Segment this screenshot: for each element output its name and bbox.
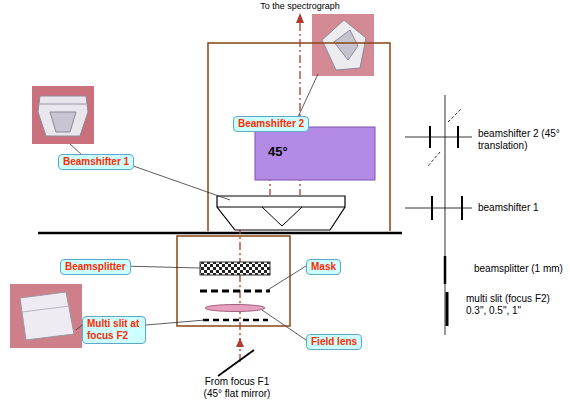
prism-edge — [262, 207, 302, 226]
part-callout: Mask — [306, 259, 341, 275]
beamshifter-prism — [255, 127, 375, 180]
photo-frame — [10, 284, 82, 348]
prism-edge — [217, 207, 345, 208]
angle-label: 45° — [268, 144, 308, 160]
schematic-element — [461, 196, 463, 220]
beam-path — [269, 180, 270, 195]
prism-photo — [38, 96, 88, 136]
part-callout: Beamsplitter — [60, 259, 131, 275]
part-callout: Field lens — [306, 334, 362, 350]
source-label: From focus F1 (45° flat mirror) — [199, 376, 275, 400]
cube-edge — [22, 306, 70, 312]
translation-mark — [428, 152, 440, 166]
schematic-label: multi slit (focus F2) 0.3", 0.5", 1" — [466, 293, 563, 317]
leader-line — [298, 74, 318, 117]
schematic-element — [457, 126, 459, 148]
mounting-plate — [38, 232, 402, 235]
lower-housing — [177, 236, 290, 326]
beamsplitter-cube — [200, 262, 270, 275]
flat-mirror — [218, 350, 254, 376]
schematic-label: beamshifter 2 (45° translation) — [478, 128, 560, 152]
callout-text: Multi slit at focus F2 — [87, 318, 141, 342]
schematic-element — [431, 196, 433, 220]
prism-facet — [50, 112, 76, 132]
field-lens — [205, 305, 265, 312]
schematic-element — [446, 292, 449, 326]
beamshifter-prism — [217, 196, 345, 230]
leader-line — [120, 266, 200, 268]
photo-frame — [32, 86, 94, 144]
schematic-element — [444, 256, 447, 284]
destination-label: To the spectrograph — [255, 1, 345, 12]
schematic-label: beamsplitter (1 mm) — [474, 263, 569, 275]
prism-photo — [322, 20, 366, 70]
schematic-label: beamshifter 1 — [478, 202, 560, 214]
photo-frame — [312, 14, 374, 76]
callout-text: Beamshifter 2 — [238, 118, 304, 130]
prism-facet — [334, 30, 358, 60]
leader-line — [122, 162, 230, 200]
part-callout: Beamshifter 1 — [58, 154, 134, 170]
mask-plate — [200, 290, 270, 293]
beam-arrowhead — [236, 338, 244, 347]
part-callout: Multi slit at focus F2 — [82, 316, 146, 344]
leader-line — [262, 310, 306, 340]
beam-path — [299, 180, 300, 195]
part-callout: Beamshifter 2 — [233, 116, 309, 132]
leader-line — [146, 320, 205, 325]
prism-edge — [40, 104, 86, 105]
cube-photo — [20, 292, 74, 340]
callout-text: Beamshifter 1 — [63, 156, 129, 168]
multi-slit — [203, 319, 268, 322]
leader-line — [266, 266, 306, 291]
callout-text: Mask — [311, 261, 336, 273]
translation-mark — [448, 108, 462, 122]
callout-text: Field lens — [311, 336, 357, 348]
housing-outline — [208, 43, 390, 231]
optical-axis — [445, 95, 446, 335]
schematic-plane — [405, 137, 472, 138]
callout-text: Beamsplitter — [65, 261, 126, 273]
schematic-element — [429, 126, 431, 148]
beam-arrowhead — [296, 13, 304, 23]
